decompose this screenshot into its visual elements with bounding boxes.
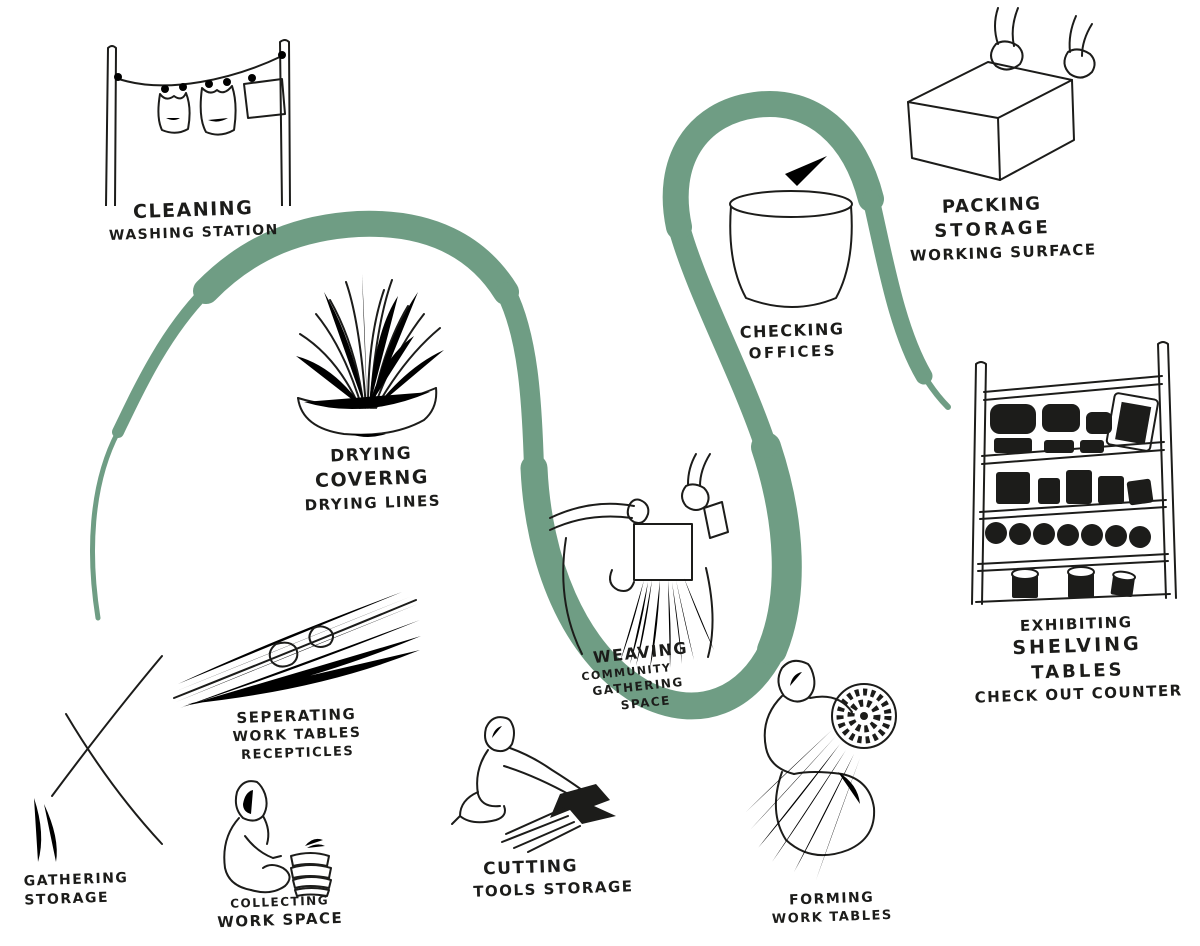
hanging-clothes: [157, 74, 286, 136]
strands: [173, 592, 421, 708]
station-cleaning-label: CLEANING WASHING STATION: [85, 194, 301, 246]
palm-fronds-sketch: [32, 654, 170, 862]
woven-basket: [728, 190, 853, 308]
station-exhibiting: EXHIBITING SHELVING TABLES CHECK OUT COU…: [960, 336, 1195, 726]
shelf-goods-row-3: [985, 522, 1151, 548]
station-seperating-label: SEPERATING WORK TABLES RECEPTICLES: [171, 702, 423, 767]
coiled-basket: [831, 683, 897, 749]
clothes-line: [114, 51, 286, 87]
collecting-figure-sketch: [223, 780, 332, 897]
station-gathering: GATHERING STORAGE: [10, 648, 190, 938]
ribbon-path: [90, 91, 951, 720]
shelving-sketch: [971, 341, 1179, 605]
checkmark-icon: [784, 156, 827, 186]
palm-frond-lower: [34, 713, 170, 862]
packing-hands: [990, 7, 1096, 79]
station-checking-label: CHECKING OFFICES: [699, 317, 885, 365]
station-forming-label: FORMING WORK TABLES: [741, 887, 922, 930]
forming-figure-sketch: [746, 659, 897, 880]
cardboard-box: [907, 60, 1075, 181]
station-cleaning: CLEANING WASHING STATION: [86, 6, 301, 266]
station-cutting: CUTTING TOOLS STORAGE: [448, 706, 658, 906]
woven-square: [633, 523, 693, 581]
kneeling-figure: [451, 716, 594, 825]
station-drying: DRYING COVERNG DRYING LINES: [272, 262, 472, 514]
station-packing-label: PACKING STORAGE WORKING SURFACE: [879, 190, 1106, 267]
label-line: WORK SPACE: [217, 908, 344, 932]
seated-figure: [223, 780, 291, 894]
weaving-hands-sketch: [549, 453, 729, 668]
shelf-goods-row-1: [990, 392, 1159, 453]
station-cutting-label: CUTTING TOOLS STORAGE: [447, 852, 658, 902]
checking-basket-sketch: [728, 156, 853, 308]
station-drying-label: DRYING COVERNG DRYING LINES: [271, 441, 473, 517]
shelf-goods-row-2: [996, 470, 1154, 506]
folded-leaf-stack: [290, 838, 332, 897]
station-collecting: COLLECTING WORK SPACE: [205, 772, 355, 944]
grass-blades: [296, 274, 444, 409]
cut-leaf-pieces: [501, 784, 616, 853]
palm-frond-upper: [32, 654, 168, 797]
drying-grass-sketch: [296, 274, 444, 437]
station-collecting-label: COLLECTING WORK SPACE: [204, 891, 355, 933]
station-checking: CHECKING OFFICES: [700, 150, 885, 380]
forming-strands: [746, 730, 860, 880]
cutting-figure-sketch: [451, 716, 616, 853]
weaver-arms: [549, 453, 729, 658]
separating-strands-sketch: [173, 592, 421, 708]
station-weaving: WEAVING COMMUNITY GATHERING SPACE: [548, 452, 738, 720]
clothesline-sketch: [105, 39, 291, 206]
drying-bowl: [297, 387, 438, 437]
packing-box-sketch: [907, 7, 1096, 181]
station-exhibiting-label: EXHIBITING SHELVING TABLES CHECK OUT COU…: [958, 610, 1196, 709]
station-forming: FORMING WORK TABLES: [742, 652, 922, 944]
hanging-strands: [620, 578, 714, 668]
separating-hands: [268, 618, 334, 668]
shelf-goods-row-4: [1011, 566, 1137, 598]
station-seperating: SEPERATING WORK TABLES RECEPTICLES: [172, 590, 422, 770]
station-gathering-label: GATHERING STORAGE: [9, 867, 190, 911]
station-packing: PACKING STORAGE WORKING SURFACE: [880, 6, 1105, 276]
